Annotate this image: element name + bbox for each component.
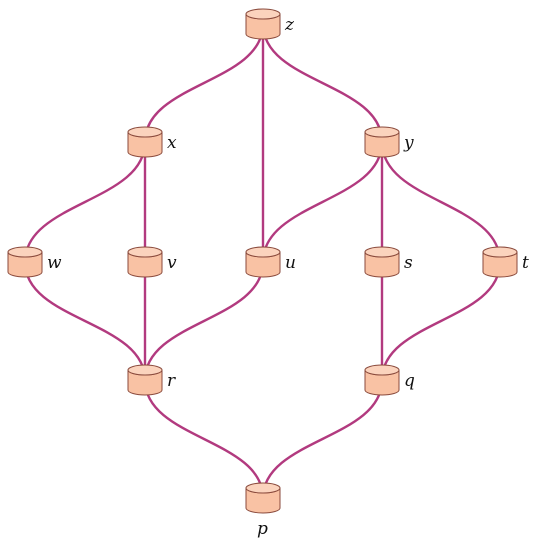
nodes-layer: z x y w v u s t r q p (7, 8, 529, 539)
node-q: q (364, 364, 415, 396)
edge-y-t (380, 141, 502, 263)
router-icon-top (245, 246, 281, 258)
edge-x-w (23, 141, 147, 263)
node-label-y: y (403, 133, 414, 153)
router-icon-top (127, 364, 163, 376)
router-icon-top (482, 246, 518, 258)
node-p: p (245, 482, 281, 539)
node-s: s (364, 246, 413, 278)
router-icon-top (127, 126, 163, 138)
edge-y-u (261, 141, 384, 263)
edge-z-x (143, 23, 265, 143)
node-x: x (127, 126, 177, 158)
node-z: z (245, 8, 295, 40)
edge-r-p (143, 379, 265, 499)
edge-t-q (380, 261, 502, 381)
router-icon-top (127, 246, 163, 258)
router-icon-top (245, 8, 281, 20)
node-label-z: z (284, 15, 295, 35)
edge-q-p (261, 379, 384, 499)
node-t: t (482, 246, 529, 278)
router-icon-top (364, 364, 400, 376)
router-icon-top (245, 482, 281, 494)
edge-u-r (143, 261, 265, 381)
node-label-s: s (404, 253, 413, 273)
router-icon-top (7, 246, 43, 258)
node-y: y (364, 126, 414, 158)
node-label-p: p (257, 519, 268, 539)
node-label-q: q (404, 371, 415, 391)
edges-layer (23, 23, 502, 499)
node-label-w: w (47, 253, 62, 273)
node-label-r: r (167, 371, 176, 391)
node-r: r (127, 364, 176, 396)
edge-z-y (261, 23, 384, 143)
node-label-v: v (167, 253, 177, 273)
node-v: v (127, 246, 177, 278)
edge-w-r (23, 261, 147, 381)
node-w: w (7, 246, 62, 278)
node-label-u: u (285, 253, 296, 273)
node-label-x: x (167, 133, 177, 153)
router-icon-top (364, 246, 400, 258)
node-u: u (245, 246, 296, 278)
router-icon-top (364, 126, 400, 138)
node-label-t: t (522, 253, 529, 273)
